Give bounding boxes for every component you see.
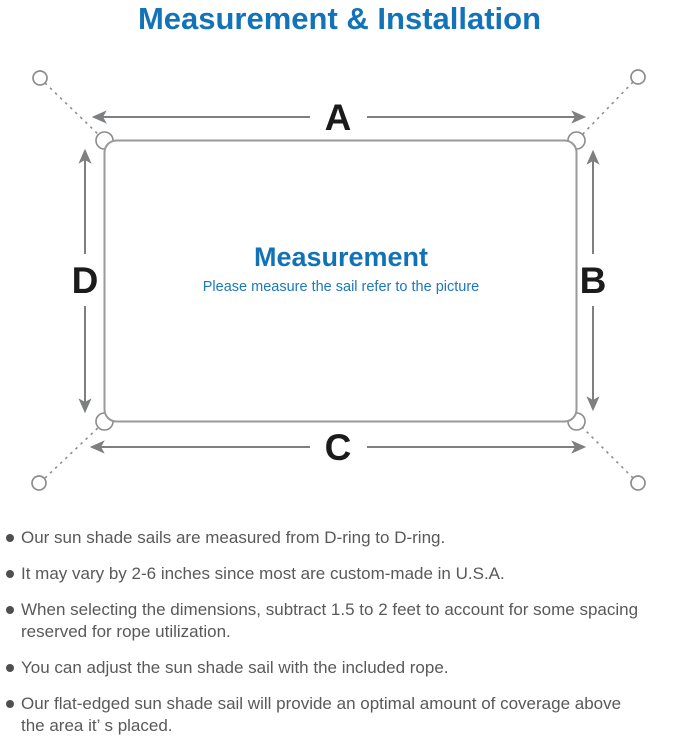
anchor-ring-top-right-icon: [630, 69, 646, 85]
list-item: You can adjust the sun shade sail with t…: [6, 657, 671, 679]
guy-line-bottom-right: [579, 424, 634, 479]
center-heading: Measurement: [253, 242, 429, 272]
center-subtext: Please measure the sail refer to the pic…: [202, 279, 480, 295]
anchor-ring-bottom-left-icon: [31, 475, 47, 491]
bullet-dot-icon: [6, 534, 14, 542]
sail-outline: [103, 139, 578, 423]
guy-lines: [44, 81, 634, 479]
bullet-dot-icon: [6, 570, 14, 578]
anchor-ring-top-left-icon: [32, 70, 48, 86]
sail-center-text: Measurement Please measure the sail refe…: [105, 242, 577, 295]
anchor-ring-bottom-right-icon: [630, 475, 646, 491]
bullet-dot-icon: [6, 606, 14, 614]
note-text: reserved for rope utilization.: [21, 622, 231, 641]
list-item: Our flat-edged sun shade sail will provi…: [6, 693, 671, 737]
note-text: the area it’ s placed.: [21, 716, 173, 735]
bullet-dot-icon: [6, 700, 14, 708]
measure-arrows: [78, 110, 600, 454]
anchor-rings: [31, 69, 646, 491]
guy-line-bottom-left: [44, 424, 102, 479]
notes-list: Our sun shade sails are measured from D-…: [0, 527, 679, 739]
note-text: Our sun shade sails are measured from D-…: [21, 528, 446, 547]
list-item: Our sun shade sails are measured from D-…: [6, 527, 671, 549]
label-side-b: B: [580, 260, 607, 301]
page-title: Measurement & Installation: [137, 1, 542, 36]
note-text: You can adjust the sun shade sail with t…: [21, 658, 449, 677]
label-side-a: A: [325, 97, 352, 138]
label-side-c: C: [325, 427, 352, 468]
bullet-dot-icon: [6, 664, 14, 672]
guy-line-top-right: [579, 81, 634, 138]
list-item: It may vary by 2-6 inches since most are…: [6, 563, 671, 585]
label-side-d: D: [72, 260, 99, 301]
note-text: Our flat-edged sun shade sail will provi…: [21, 694, 622, 713]
note-text: It may vary by 2-6 inches since most are…: [21, 564, 505, 583]
note-text: When selecting the dimensions, subtract …: [21, 600, 639, 619]
list-item: When selecting the dimensions, subtract …: [6, 599, 671, 643]
guy-line-top-left: [44, 82, 102, 138]
